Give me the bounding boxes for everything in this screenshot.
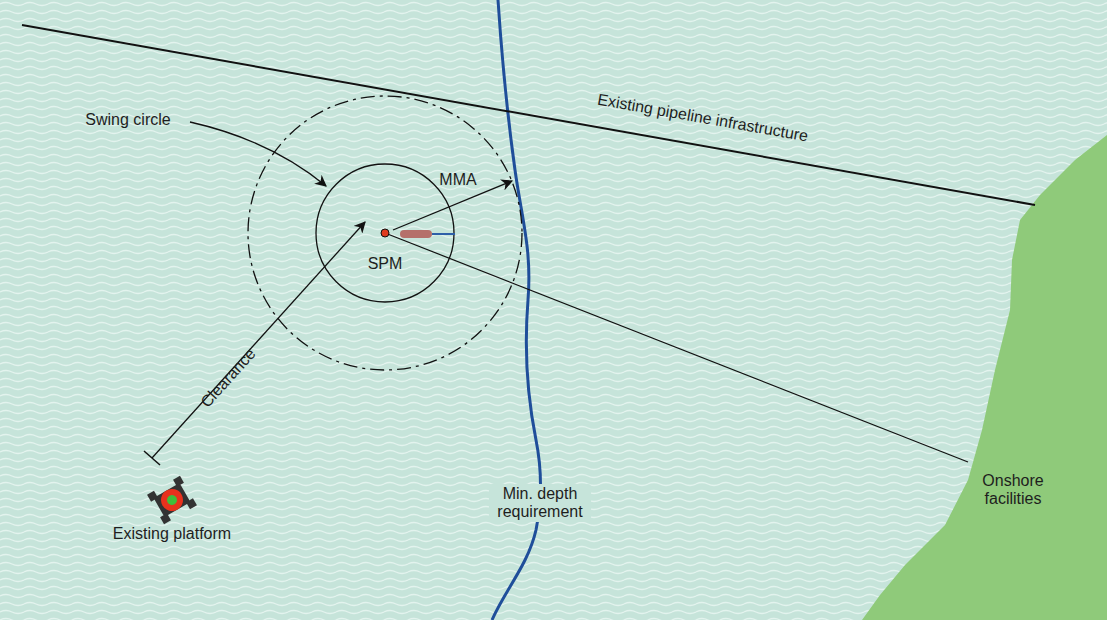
swing-circle [316,164,454,302]
clearance-arrow [152,222,365,458]
depth-contour [492,0,541,620]
hawser [432,233,455,235]
spm-buoy [381,229,389,237]
map-label: MMA [439,171,476,189]
leader-line [190,122,326,186]
tanker [400,230,432,238]
export-pipeline [385,233,968,462]
map-label: Min. depth requirement [489,484,591,523]
platform-symbol [147,476,197,524]
map-label: Existing platform [113,525,231,543]
map-label: SPM [368,255,403,273]
clearance-tick [144,451,160,465]
map-label: Onshore facilities [972,472,1054,509]
mma-arrow [393,181,512,230]
map-label: Clearance [197,345,259,412]
land [862,135,1107,620]
map-label: Swing circle [85,111,170,129]
pipeline [22,25,1035,205]
map-label: Existing pipeline infrastructure [596,90,809,145]
mma-circle [248,96,522,370]
